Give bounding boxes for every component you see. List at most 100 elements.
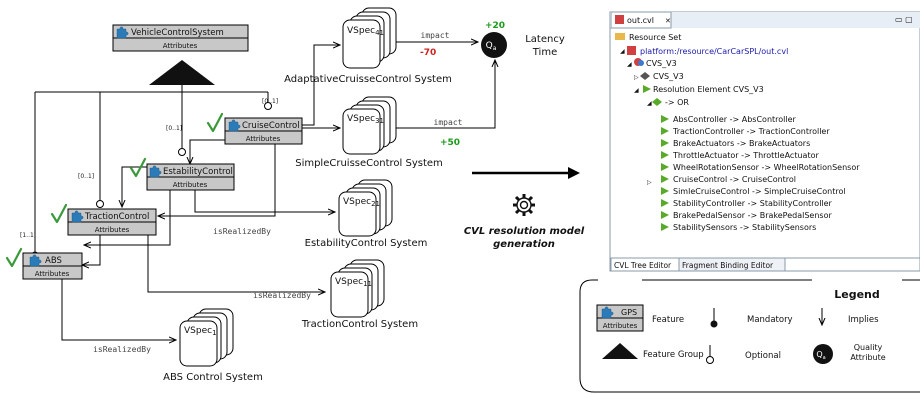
tab-label: out.cvl — [627, 16, 654, 25]
system-name: SimpleCruisseControl System — [295, 158, 443, 169]
legend-quality-line2: Attribute — [850, 353, 885, 362]
svg-text:VSpec1: VSpec1 — [184, 326, 217, 337]
platform-uri[interactable]: platform:/resource/CarCarSPL/out.cvl — [640, 47, 788, 56]
tab-out-cvl[interactable] — [610, 11, 672, 29]
feature-vehicle-control-system[interactable]: VehicleControlSystem Attributes — [112, 24, 249, 52]
impact-value-minus70: -70 — [420, 48, 436, 58]
feature-attributes: Attributes — [95, 226, 130, 234]
check-icon — [206, 112, 224, 133]
close-icon[interactable]: ✕ — [665, 17, 671, 25]
quality-node-sub: a — [493, 45, 497, 52]
tree-item[interactable]: AbsController -> AbsController — [673, 115, 797, 124]
tree-item[interactable]: TractionController -> TractionController — [672, 127, 830, 136]
legend-feature-group: Feature Group — [643, 350, 704, 360]
realized-label: isRealizedBy — [93, 345, 151, 354]
expand-triangle-icon[interactable]: ◢ — [627, 61, 632, 68]
vspec-stack-simple[interactable]: VSpec31 — [342, 96, 397, 155]
tree-item[interactable]: CVS_V3 — [646, 59, 677, 68]
svg-text:VSpec11: VSpec11 — [335, 277, 372, 288]
quality-attribute-node[interactable] — [481, 32, 507, 58]
tree-item[interactable]: WheelRotationSensor -> WheelRotationSens… — [673, 163, 860, 172]
svg-text:VSpec21: VSpec21 — [343, 197, 380, 208]
tree-item[interactable]: BrakePedalSensor -> BrakePedalSensor — [673, 211, 832, 220]
check-icon — [50, 203, 68, 224]
feature-cruise-control[interactable]: CruiseControl Attributes — [224, 117, 303, 145]
generation-label-line2: generation — [493, 239, 555, 250]
vspec-stack-abs[interactable]: VSpec1 — [179, 308, 234, 367]
impact-label: impact — [421, 31, 450, 40]
system-name: AdaptativeCruisseControl System — [284, 74, 452, 85]
legend-gps: GPS — [621, 308, 637, 317]
vspec-index: 11 — [363, 280, 372, 288]
window-controls-icon[interactable]: ▭ ▢ — [895, 15, 913, 24]
check-icon — [129, 157, 147, 178]
legend-optional: Optional — [745, 351, 781, 361]
feature-traction-control[interactable]: TractionControl Attributes — [67, 208, 157, 236]
feature-attributes: Attributes — [246, 135, 281, 143]
vspec-label: VSpec — [347, 114, 375, 124]
collapsed-triangle-icon[interactable]: ▷ — [634, 74, 639, 81]
expand-triangle-icon[interactable]: ◢ — [634, 87, 639, 94]
edge-traction-system — [147, 235, 325, 292]
system-name: EstabilityControl System — [305, 238, 428, 249]
collapsed-triangle-icon[interactable]: ▷ — [647, 179, 652, 186]
realized-label: isRealizedBy — [253, 291, 311, 300]
vspec-label: VSpec — [343, 197, 371, 207]
svg-text:VSpec31: VSpec31 — [347, 114, 384, 125]
tree-item[interactable]: BrakeActuators -> BrakeActuators — [673, 139, 810, 148]
impact-value-plus50: +50 — [440, 138, 460, 148]
feature-name: CruiseControl — [242, 121, 300, 131]
legend-feature: Feature — [652, 315, 684, 325]
system-name: ABS Control System — [163, 372, 263, 383]
vspec-stack-traction[interactable]: VSpec11 — [330, 259, 385, 318]
folder-icon — [615, 33, 625, 40]
feature-abs[interactable]: ABS Attributes — [22, 252, 83, 280]
tree-item[interactable]: CVS_V3 — [653, 72, 684, 81]
tree-item[interactable]: SimleCruiseControl -> SimpleCruiseContro… — [673, 187, 846, 196]
tree-item[interactable]: CruiseControl -> CruiseControl — [673, 175, 796, 184]
cardinality-abs: [1..1] — [20, 232, 36, 239]
optional-dot — [178, 148, 186, 156]
svg-text:Qa: Qa — [486, 41, 497, 52]
legend-implies: Implies — [848, 315, 879, 325]
feature-attributes: Attributes — [173, 181, 208, 189]
feature-attributes: Attributes — [163, 42, 198, 50]
resource-set-label[interactable]: Resource Set — [629, 33, 681, 42]
impact-value-plus20: +20 — [485, 21, 505, 31]
vspec-label: VSpec — [184, 326, 212, 336]
vspec-index: 31 — [375, 117, 384, 125]
edge-abs-system — [61, 279, 176, 340]
vspec-label: VSpec — [347, 26, 375, 36]
tree-item[interactable]: StabilitySensors -> StabilitySensors — [673, 223, 816, 232]
vspec-label: VSpec — [335, 277, 363, 287]
legend-gps-attr: Attributes — [603, 322, 638, 330]
tree-item[interactable]: -> OR — [665, 98, 689, 107]
feature-estability-control[interactable]: EstabilityControl Attributes — [146, 163, 235, 191]
tree-item[interactable]: Resolution Element CVS_V3 — [653, 85, 764, 94]
expand-triangle-icon[interactable]: ◢ — [647, 100, 652, 107]
generation-label-line1: CVL resolution model — [464, 226, 585, 237]
tab-fragment-binding-editor[interactable] — [678, 257, 786, 272]
feature-connections — [34, 85, 276, 265]
expand-triangle-icon[interactable]: ◢ — [620, 48, 625, 55]
cardinality-traction: [0..1] — [78, 173, 94, 180]
tree-leaf-list: AbsController -> AbsController TractionC… — [647, 115, 860, 232]
svg-text:Qa: Qa — [816, 350, 825, 361]
cvl-file-icon — [627, 46, 636, 55]
vspec-stack-estab[interactable]: VSpec21 — [338, 179, 393, 237]
quality-time-label: Time — [532, 47, 557, 58]
tab-label: Fragment Binding Editor — [682, 261, 774, 270]
legend-quality-node-sub: a — [823, 355, 826, 361]
feature-group-triangle — [149, 60, 215, 85]
tree-item[interactable]: ThrottleActuator -> ThrottleActuator — [672, 151, 819, 160]
edge-impact-simple — [396, 60, 495, 129]
quality-latency-label: Latency — [525, 34, 565, 45]
gear-icon — [513, 194, 535, 216]
legend: Legend GPS Attributes Feature Mandatory … — [579, 279, 920, 393]
tree-item[interactable]: StabilityController -> StabilityControll… — [673, 199, 833, 208]
vspec-stack-adaptive[interactable]: VSpec41 — [342, 7, 397, 69]
realized-label: isRealizedBy — [213, 227, 271, 236]
cvl-file-icon — [615, 15, 624, 24]
quality-node-label: Q — [486, 41, 493, 51]
vspec-index: 41 — [375, 29, 384, 37]
